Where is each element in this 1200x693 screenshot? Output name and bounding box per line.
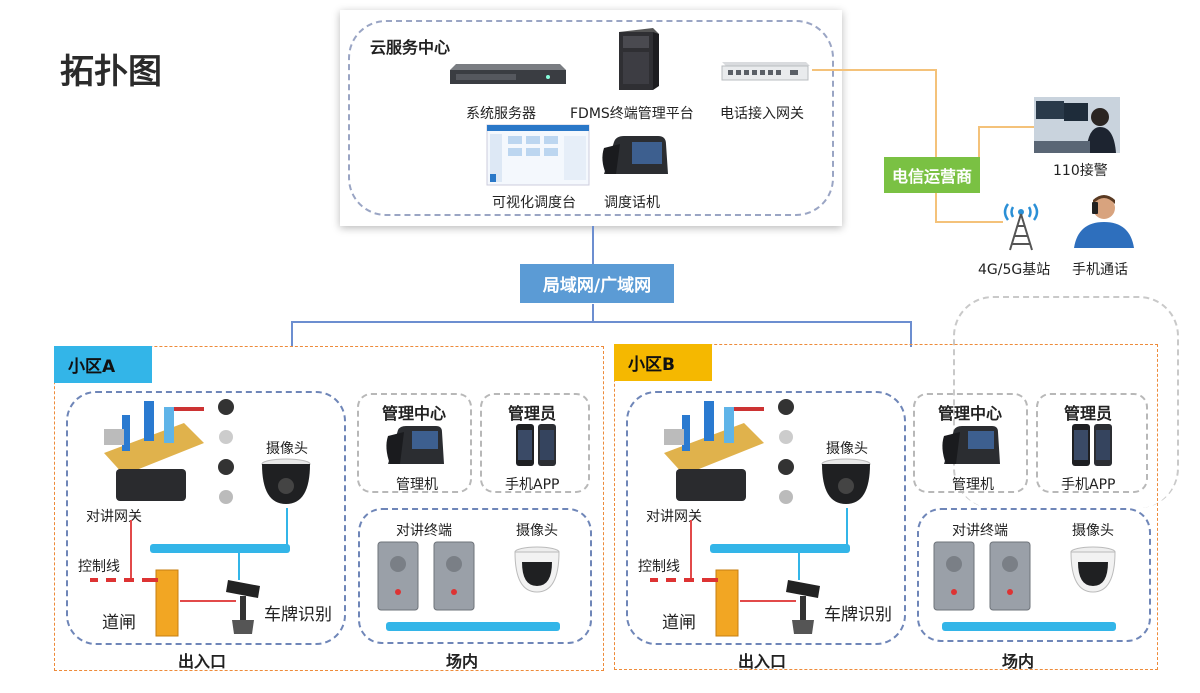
zone-b-link bbox=[910, 321, 912, 347]
carrier-tag: 电信运营商 bbox=[884, 157, 981, 193]
dispatch-phone-label: 调度话机 bbox=[604, 195, 660, 211]
mobile-caller-icon bbox=[1074, 195, 1134, 248]
zone-a-inside-switch-bar bbox=[386, 622, 560, 631]
zone-b-mgmt-phone-icon bbox=[942, 426, 1000, 464]
zone-b-inside-switch-bar bbox=[942, 622, 1116, 631]
zone-b-mobile-app-label: 手机APP bbox=[1061, 477, 1116, 493]
zone-b-intercom-terminals-icon bbox=[933, 541, 1031, 611]
zone-a-gate-equipment-icon bbox=[94, 393, 250, 513]
zone-a-mgmt-center-frame bbox=[357, 393, 472, 493]
mobile-label: 手机通话 bbox=[1072, 262, 1128, 278]
zone-a-entrance-switch-bar bbox=[150, 544, 290, 553]
zone-a-plate-link bbox=[238, 552, 240, 580]
zone-a-admin-label: 管理员 bbox=[508, 404, 557, 423]
zone-b-entrance-frame bbox=[626, 391, 906, 645]
zone-b-gateway-label: 对讲网关 bbox=[646, 509, 702, 525]
zone-a-plate-to-gate-line bbox=[180, 600, 236, 602]
cloud-service-panel bbox=[340, 10, 842, 226]
zone-a-camera-label: 摄像头 bbox=[266, 441, 308, 457]
zone-b-camera2-label: 摄像头 bbox=[1072, 523, 1114, 539]
gateway-carrier-link bbox=[812, 69, 936, 71]
zone-a-control-line-label: 控制线 bbox=[78, 559, 120, 575]
zone-a-frame bbox=[54, 346, 604, 671]
zone-a-inside-label: 场内 bbox=[446, 652, 479, 671]
zone-b-camera-link bbox=[846, 508, 848, 546]
network-branch-line bbox=[291, 321, 911, 323]
zone-b-tag: 小区B bbox=[614, 344, 712, 381]
zone-b-control-line bbox=[690, 520, 692, 578]
zone-a-inside-frame bbox=[358, 508, 592, 644]
zone-b-entrance-switch-bar bbox=[710, 544, 850, 553]
base-station-icon bbox=[1003, 203, 1039, 251]
zone-a-admin-frame bbox=[480, 393, 590, 493]
dispatch-console-screen-icon bbox=[486, 124, 590, 186]
zone-a-smartphone-icon bbox=[516, 424, 556, 466]
zone-b-barrier-gate-icon bbox=[650, 569, 739, 637]
page-title: 拓扑图 bbox=[60, 52, 162, 92]
zone-a-mobile-app-label: 手机APP bbox=[505, 477, 560, 493]
zone-b-smartphone-icon bbox=[1072, 424, 1112, 466]
network-down-link bbox=[592, 304, 594, 322]
police-operator-icon bbox=[1034, 97, 1120, 153]
zone-a-mgmt-center-label: 管理中心 bbox=[382, 404, 447, 423]
cloud-network-link bbox=[592, 226, 594, 264]
zone-a-dome-camera-icon bbox=[261, 458, 311, 504]
rack-server-icon bbox=[450, 64, 566, 84]
zone-b-barrier-label: 道闸 bbox=[662, 613, 696, 633]
zone-b-inside-dome-camera-icon bbox=[1070, 546, 1116, 593]
zone-b-camera-label: 摄像头 bbox=[826, 441, 868, 457]
network-tag: 局域网/广域网 bbox=[520, 264, 674, 303]
zone-a-tag: 小区A bbox=[54, 346, 152, 383]
cloud-dashed-frame bbox=[348, 20, 834, 216]
zone-b-entrance-label: 出入口 bbox=[738, 652, 787, 671]
zone-a-mgmt-phone-icon bbox=[386, 426, 444, 464]
zone-b-plate-label: 车牌识别 bbox=[824, 605, 892, 625]
gateway-label: 电话接入网关 bbox=[720, 106, 804, 122]
fdms-label: FDMS终端管理平台 bbox=[570, 106, 694, 122]
system-server-label: 系统服务器 bbox=[466, 106, 536, 122]
zone-b-admin-label: 管理员 bbox=[1064, 404, 1113, 423]
tower-server-icon bbox=[619, 28, 659, 90]
station-link bbox=[935, 221, 1003, 223]
zone-b-mgmt-center-frame bbox=[913, 393, 1028, 493]
zone-a-plate-label: 车牌识别 bbox=[264, 605, 332, 625]
zone-a-plate-camera-icon bbox=[226, 580, 260, 634]
zone-a-mgmt-machine-label: 管理机 bbox=[396, 477, 438, 493]
zone-b-inside-label: 场内 bbox=[1002, 652, 1035, 671]
police-link bbox=[978, 126, 1034, 128]
zone-b-mgmt-center-label: 管理中心 bbox=[938, 404, 1003, 423]
zone-a-entrance-label: 出入口 bbox=[178, 652, 227, 671]
background-dashed-shape bbox=[953, 296, 1179, 508]
police-label: 110接警 bbox=[1053, 163, 1108, 179]
zone-b-dome-camera-icon bbox=[821, 458, 871, 504]
police-vertical-link bbox=[978, 126, 980, 176]
zone-b-frame bbox=[614, 344, 1158, 670]
zone-a-link bbox=[291, 321, 293, 347]
zone-a-camera-link bbox=[286, 508, 288, 546]
zone-a-inside-dome-camera-icon bbox=[514, 546, 560, 593]
zone-b-plate-to-gate-line bbox=[740, 600, 796, 602]
zone-a-control-line bbox=[130, 520, 132, 578]
zone-a-camera2-label: 摄像头 bbox=[516, 523, 558, 539]
zone-b-admin-frame bbox=[1036, 393, 1148, 493]
cloud-title: 云服务中心 bbox=[370, 38, 451, 57]
zone-a-entrance-frame bbox=[66, 391, 346, 645]
zone-a-intercom-terminals-icon bbox=[377, 541, 475, 611]
station-label: 4G/5G基站 bbox=[978, 262, 1051, 278]
zone-b-inside-frame bbox=[917, 508, 1151, 642]
zone-a-terminal-label: 对讲终端 bbox=[396, 523, 452, 539]
zone-a-barrier-gate-icon bbox=[90, 569, 179, 637]
zone-a-gateway-label: 对讲网关 bbox=[86, 509, 142, 525]
phone-gateway-icon bbox=[721, 62, 810, 81]
zone-a-barrier-label: 道闸 bbox=[102, 613, 136, 633]
zone-b-terminal-label: 对讲终端 bbox=[952, 523, 1008, 539]
carrier-vertical-link bbox=[935, 69, 937, 222]
zone-b-plate-link bbox=[798, 552, 800, 580]
zone-b-mgmt-machine-label: 管理机 bbox=[952, 477, 994, 493]
zone-b-gate-equipment-icon bbox=[654, 393, 810, 513]
dispatch-console-label: 可视化调度台 bbox=[492, 195, 576, 211]
zone-b-control-line-label: 控制线 bbox=[638, 559, 680, 575]
zone-b-plate-camera-icon bbox=[786, 580, 820, 634]
dispatch-phone-icon bbox=[602, 136, 668, 174]
